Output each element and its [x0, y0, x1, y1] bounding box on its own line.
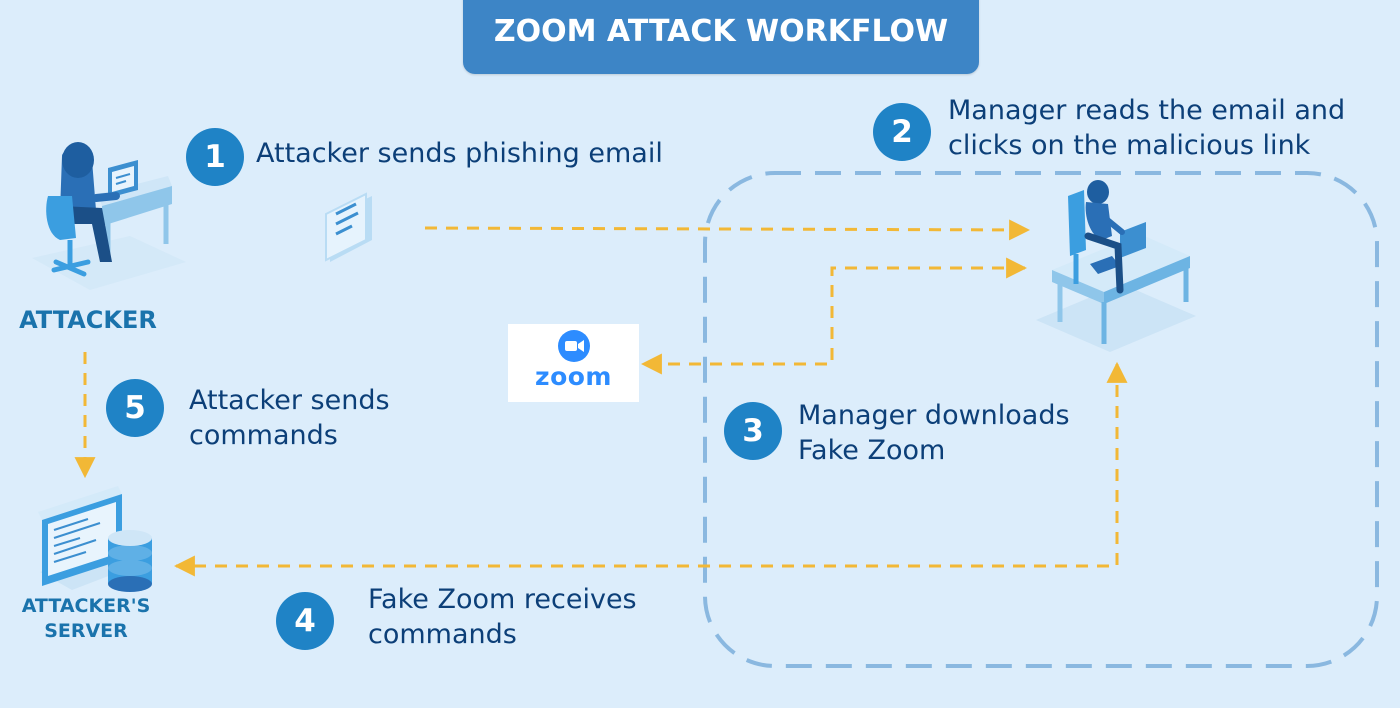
zoom-camera-icon [558, 330, 590, 362]
diagram-title: ZOOM ATTACK WORKFLOW [493, 14, 949, 49]
step-3-badge: 3 [724, 402, 782, 460]
step-5-line-2: commands [189, 420, 338, 451]
step-4-badge: 4 [276, 592, 334, 650]
zoom-wordmark: zoom [535, 362, 612, 391]
step-3-line-2: Fake Zoom [798, 435, 946, 466]
server-label: ATTACKER'S SERVER [6, 594, 166, 644]
arrow-zoom-manager-link [640, 257, 1028, 375]
step-2-text: Manager reads the email and clicks on th… [948, 93, 1345, 163]
manager-desk-icon [1036, 180, 1196, 352]
step-4-line-1: Fake Zoom receives [368, 584, 637, 615]
arrow-manager-server-link [173, 361, 1128, 577]
step-3-line-1: Manager downloads [798, 400, 1070, 431]
step-2-badge: 2 [873, 103, 931, 161]
step-3-text: Manager downloads Fake Zoom [798, 398, 1070, 468]
email-icon [325, 192, 372, 262]
attacker-label: ATTACKER [19, 306, 157, 334]
hacker-icon [32, 142, 186, 290]
step-1-text: Attacker sends phishing email [256, 136, 663, 171]
step-5-line-1: Attacker sends [189, 385, 390, 416]
arrow-email-to-manager [424, 219, 1031, 241]
step-5-text: Attacker sends commands [189, 383, 390, 453]
zoom-logo: zoom [508, 324, 639, 402]
server-icon [38, 486, 152, 592]
step-1-line-1: Attacker sends phishing email [256, 138, 663, 169]
title-banner [463, 0, 979, 74]
step-2-line-1: Manager reads the email and [948, 95, 1346, 126]
server-label-line-2: SERVER [44, 620, 128, 642]
step-4-text: Fake Zoom receives commands [368, 582, 637, 652]
step-2-line-2: clicks on the malicious link [948, 130, 1311, 161]
step-1-badge: 1 [186, 128, 244, 186]
step-4-line-2: commands [368, 619, 517, 650]
server-label-line-1: ATTACKER'S [21, 595, 151, 617]
step-5-badge: 5 [106, 379, 164, 437]
